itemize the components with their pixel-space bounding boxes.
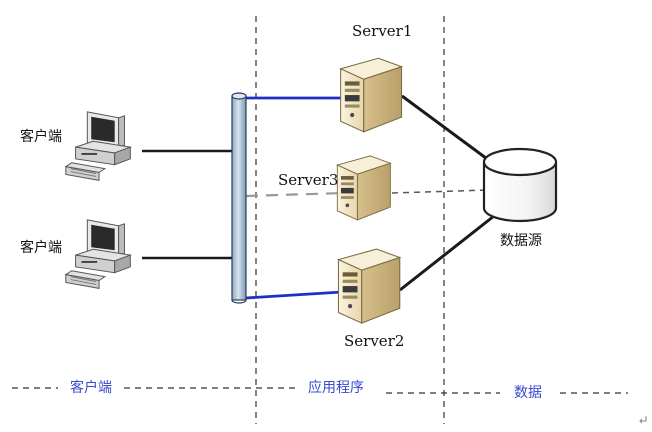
server3-db-link	[391, 189, 489, 194]
return-mark-icon	[639, 416, 647, 424]
datasource-label: 数据源	[500, 233, 542, 249]
network-bus	[231, 92, 247, 304]
server1-db-link	[401, 94, 495, 166]
client2-label: 客户端	[20, 240, 62, 256]
desktop-computer-icon	[65, 219, 131, 289]
tier-label-client: 客户端	[70, 380, 112, 396]
database-cylinder-icon	[482, 147, 558, 223]
tier-label-application: 应用程序	[308, 380, 364, 396]
server3-label: Server3	[278, 171, 339, 189]
desktop-computer-icon	[65, 111, 131, 181]
tower-server-icon	[337, 248, 401, 324]
server1-label: Server1	[352, 22, 413, 40]
server2-link	[245, 290, 343, 300]
tier-label-data: 数据	[514, 385, 542, 401]
server2-label: Server2	[344, 332, 405, 350]
server3-link	[245, 191, 345, 198]
tower-server-icon	[336, 155, 391, 221]
client1-label: 客户端	[20, 129, 62, 145]
tower-server-icon	[340, 57, 403, 133]
server2-db-link	[399, 214, 495, 292]
